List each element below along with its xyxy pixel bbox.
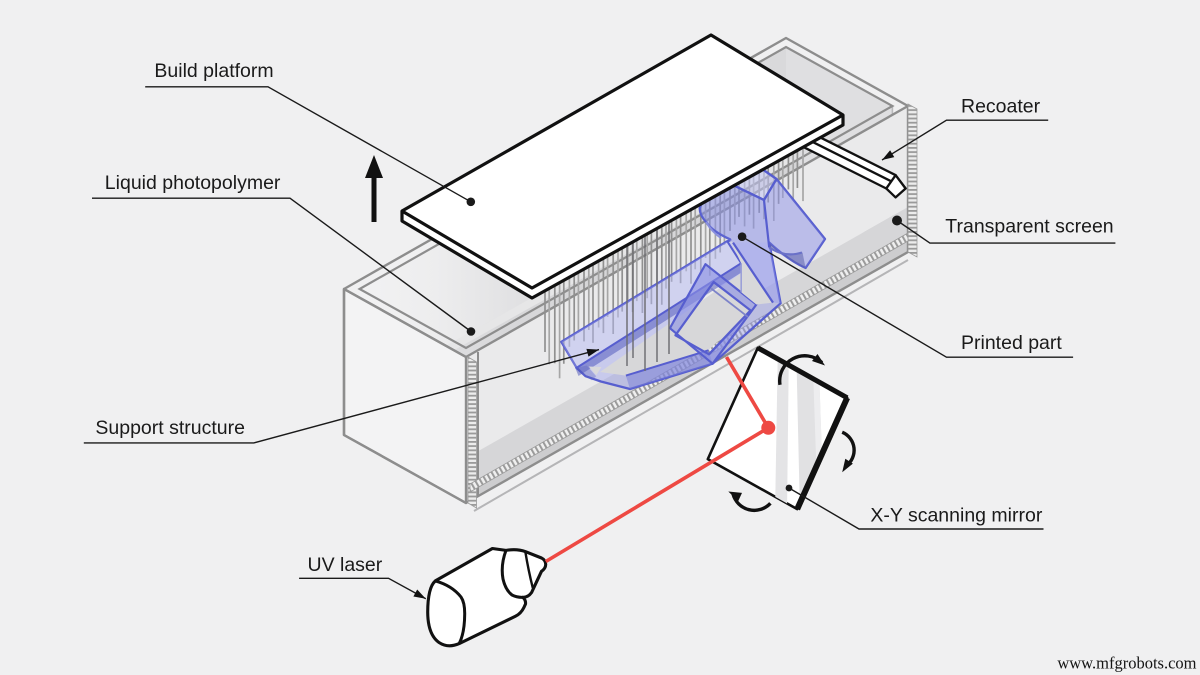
svg-text:Recoater: Recoater: [961, 95, 1041, 117]
svg-text:www.mfgrobots.com: www.mfgrobots.com: [1057, 654, 1196, 673]
svg-text:Transparent screen: Transparent screen: [945, 216, 1113, 238]
svg-text:Build platform: Build platform: [154, 60, 273, 82]
svg-text:Liquid photopolymer: Liquid photopolymer: [105, 172, 281, 194]
svg-text:Support structure: Support structure: [95, 417, 245, 439]
svg-text:UV laser: UV laser: [308, 554, 383, 576]
svg-text:X-Y scanning mirror: X-Y scanning mirror: [870, 505, 1042, 527]
svg-text:Printed part: Printed part: [961, 332, 1062, 354]
